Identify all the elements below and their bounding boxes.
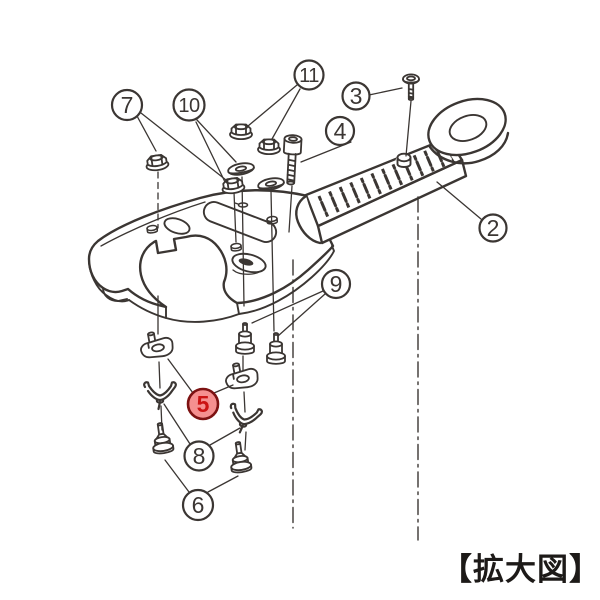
spring-clip-right [224,402,264,438]
svg-text:4: 4 [334,118,347,144]
socket-cap-screw [281,133,303,186]
svg-text:11: 11 [299,65,319,87]
handle-grip-ribs [312,143,455,219]
callout-3[interactable]: 3 [341,81,371,111]
assembly-axis-lines [157,100,419,541]
button-screw [402,73,420,101]
svg-text:5: 5 [197,391,210,417]
leader-lines [136,84,482,493]
callout-4[interactable]: 4 [324,115,356,147]
flange-nut-left [144,153,170,173]
callout-9[interactable]: 9 [320,268,352,300]
handle-end-cap [295,194,322,245]
svg-text:7: 7 [121,92,134,118]
washer-left [226,160,256,178]
washer-right [256,175,286,193]
callout-5[interactable]: 5 [186,387,220,421]
handle-screw-boss [395,152,413,168]
wrench-handle [295,97,510,245]
pawl-left [137,328,176,361]
plate-edge-chamfer [100,201,206,247]
plate-stud [145,224,159,235]
svg-text:8: 8 [193,443,206,469]
plate-oval-boss [231,252,267,275]
stopper-pin-right [266,332,286,365]
plate-nut-left [230,242,243,253]
handle-round-boss [427,97,510,165]
jaw-inner-wall [165,302,240,323]
callout-8[interactable]: 8 [183,440,215,472]
figure-caption: 【拡大図】 [441,552,600,587]
callout-10[interactable]: 10 [172,88,206,122]
callout-2[interactable]: 2 [478,213,508,243]
plate-foot-side [102,287,128,302]
hex-nut-right [257,138,281,156]
hex-nut-left [229,123,253,141]
callout-11[interactable]: 11 [293,59,325,91]
plate-side-right-arm [238,245,335,315]
svg-text:10: 10 [178,95,200,117]
pivot-screw-right [226,439,253,475]
svg-text:6: 6 [192,492,205,518]
plate-slot [202,201,278,243]
stopper-pin-left [235,322,255,355]
svg-text:9: 9 [330,271,343,297]
svg-text:2: 2 [487,215,500,241]
callout-6[interactable]: 6 [181,488,215,522]
plate-kidney-hole [163,217,191,235]
callout-7[interactable]: 7 [110,88,144,122]
svg-text:3: 3 [350,83,363,109]
pivot-screw-left [148,420,175,456]
